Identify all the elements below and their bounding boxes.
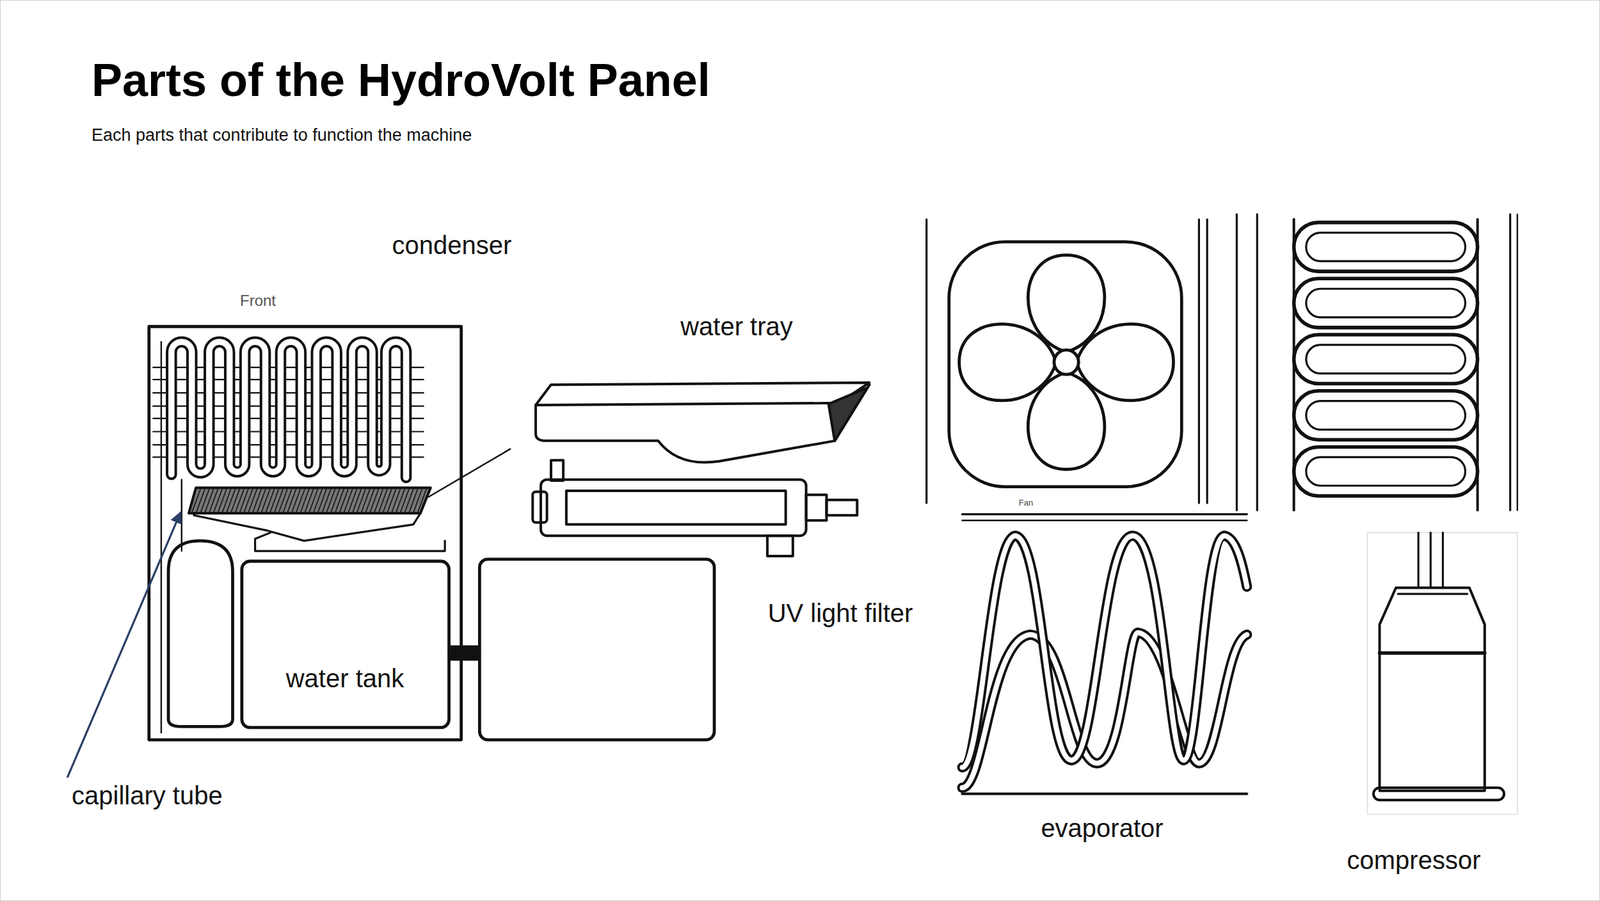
panel-edge <box>962 513 1248 516</box>
coil-loop <box>1294 334 1478 384</box>
compressor-top <box>1397 592 1467 595</box>
panel-edge <box>1509 214 1512 511</box>
capillary-line <box>160 341 162 733</box>
coil-loop-inner <box>1306 456 1466 486</box>
uv-filter-sketch <box>532 460 857 557</box>
tray-spout <box>193 513 421 541</box>
page-subtitle: Each parts that contribute to function t… <box>91 125 472 146</box>
leader-line <box>67 512 181 778</box>
water-tank-box <box>241 561 450 728</box>
panel-edge <box>925 219 928 504</box>
panel-edge <box>962 792 1248 796</box>
tray-link-line <box>428 449 511 498</box>
condenser-coil <box>171 341 407 478</box>
evaporator-panel <box>962 514 1248 795</box>
coil-loop-inner <box>1306 344 1466 374</box>
coil-panel <box>1236 214 1517 511</box>
coil-loop-inner <box>1306 232 1466 262</box>
part-label: Fan <box>1018 498 1033 509</box>
water-tray-sketch <box>535 382 870 463</box>
side-box <box>479 559 715 740</box>
part-label: compressor <box>1347 845 1481 875</box>
coil-loop <box>1294 222 1478 272</box>
fan-hub <box>1054 350 1079 375</box>
part-label: water tray <box>680 311 793 342</box>
housing-outline <box>149 326 462 740</box>
panel-edge <box>1256 214 1259 511</box>
coil-loop-inner <box>1306 288 1466 318</box>
panel-edge <box>962 519 1248 521</box>
evaporator-coil <box>962 535 1248 768</box>
uv-body <box>540 479 807 536</box>
compressor-pipe <box>1441 532 1444 587</box>
tray-top <box>535 382 870 406</box>
tray-front <box>535 384 870 463</box>
page-title: Parts of the HydroVolt Panel <box>91 53 711 107</box>
main-assembly <box>149 326 715 740</box>
coil-loop <box>1294 278 1478 328</box>
compressor-pipe <box>1417 532 1420 587</box>
panel-frame <box>1367 532 1517 815</box>
fan-housing <box>949 241 1183 488</box>
tank-lid <box>255 532 446 552</box>
part-label: Front <box>240 291 276 310</box>
fan-blade <box>959 323 1056 401</box>
tank-connector <box>449 645 480 660</box>
compressor-base <box>1373 787 1504 800</box>
uv-tab <box>767 535 793 557</box>
part-label: evaporator <box>1040 813 1163 843</box>
tray-shade <box>828 387 868 441</box>
part-label: capillary tube <box>71 780 223 811</box>
condenser-coil-inner <box>171 341 407 478</box>
part-label: condenser <box>392 230 512 260</box>
uv-cap <box>532 492 547 523</box>
coil-loop <box>1294 391 1478 441</box>
part-label: water tank <box>286 663 405 694</box>
coil-loop-inner <box>1306 401 1466 431</box>
coil-loop <box>1294 446 1478 496</box>
panel-edge <box>1206 219 1209 504</box>
panel-edge <box>1516 214 1519 511</box>
uv-outlet <box>806 494 827 521</box>
fan-panel <box>926 219 1208 504</box>
compressor-panel <box>1367 532 1517 815</box>
inner-water-tray <box>188 487 431 514</box>
compressor-band <box>1379 651 1485 656</box>
panel-edge <box>1198 219 1200 504</box>
fan-blades <box>959 255 1174 470</box>
evaporator-coil-inner <box>962 535 1248 768</box>
uv-lamp <box>566 490 786 525</box>
part-label: UV light filter <box>768 598 914 628</box>
compressor-body <box>1379 587 1485 791</box>
compressor-pipe <box>1429 532 1432 587</box>
capillary-line <box>181 479 183 552</box>
uv-outlet-pipe <box>826 499 857 516</box>
compressor-sketch <box>168 540 233 727</box>
panel-edge <box>1235 214 1238 511</box>
uv-inlet <box>551 460 564 481</box>
